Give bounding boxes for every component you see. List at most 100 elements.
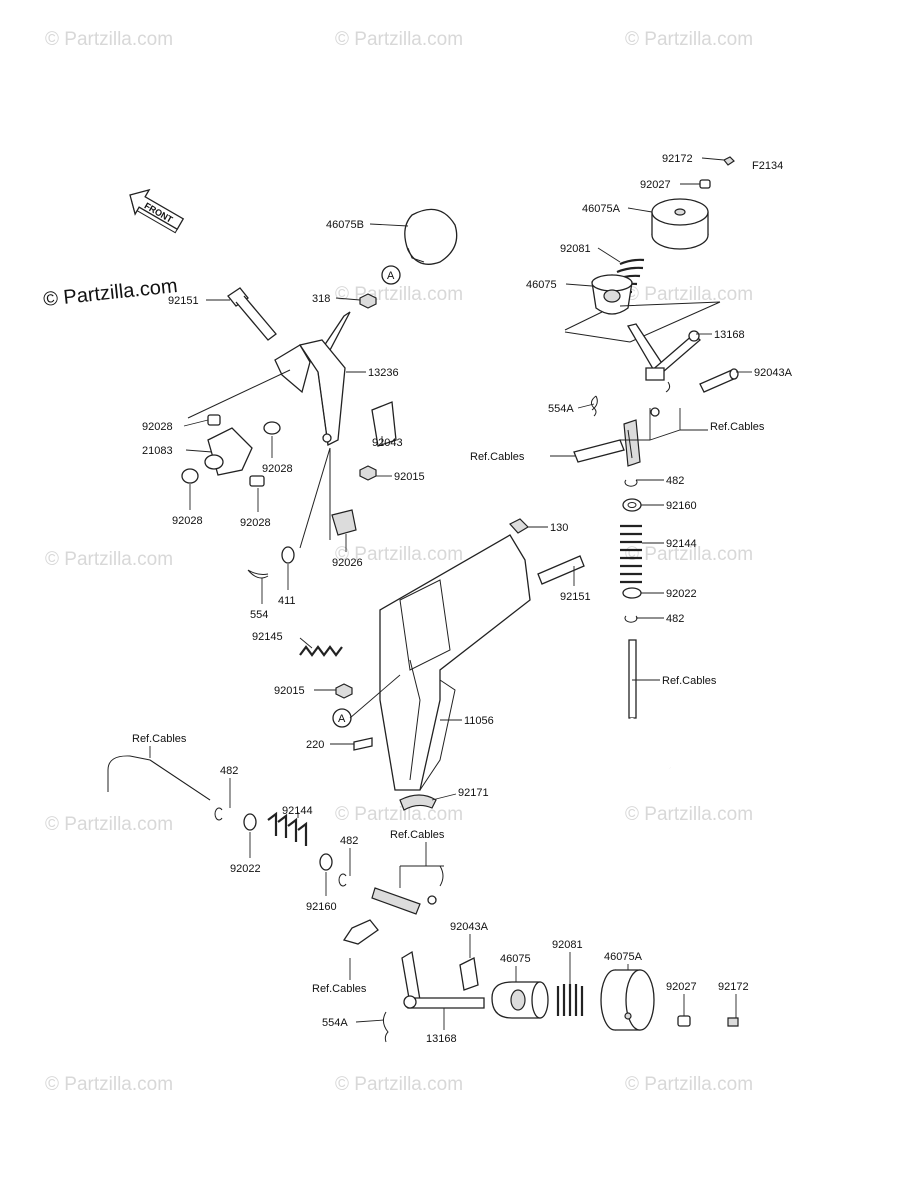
watermark-12: © Partzilla.com (45, 1074, 173, 1095)
front-arrow-icon: FRONT (129, 188, 185, 234)
spring-92081-bottom (556, 984, 584, 1016)
label-92027-b: 92027 (666, 981, 697, 993)
label-92027-top: 92027 (640, 179, 671, 191)
washer-92022-r (622, 587, 642, 599)
label-13168-b: 13168 (426, 1033, 457, 1045)
label-11056: 11056 (464, 715, 494, 727)
label-21083: 21083 (142, 445, 173, 457)
label-92015-b: 92015 (274, 685, 305, 697)
watermark-7: © Partzilla.com (335, 544, 463, 565)
screw-92172-top (723, 156, 735, 166)
section-line-left (187, 369, 291, 419)
label-46075-top: 46075 (526, 279, 557, 291)
label-92081-b: 92081 (552, 939, 583, 951)
label-13236: 13236 (368, 367, 399, 379)
watermarks: © Partzilla.com © Partzilla.com © Partzi… (42, 29, 753, 1095)
label-46075-b: 46075 (500, 953, 531, 965)
label-46075A-top: 46075A (582, 203, 621, 215)
knob-46075A-bottom (600, 969, 655, 1031)
bushing-92028-a (207, 414, 221, 426)
part-labels: 92172 92027 46075A 92081 46075 13168 920… (132, 153, 793, 1045)
label-318: 318 (312, 293, 330, 305)
watermark-5: © Partzilla.com (625, 284, 753, 305)
watermark-4: © Partzilla.com (335, 284, 463, 305)
label-92043A-top: 92043A (754, 367, 793, 379)
top-right-assembly (564, 156, 739, 770)
bottom-assembly (107, 755, 739, 1043)
label-ref-cables-left: Ref.Cables (132, 733, 187, 745)
bushing-92028-c (181, 468, 199, 484)
cable-right (628, 639, 671, 770)
label-92160-r: 92160 (666, 500, 697, 512)
cup-46075-bottom (491, 981, 549, 1019)
label-92081-top: 92081 (560, 243, 591, 255)
bolt-92151-right (537, 555, 585, 585)
clevis-bottom (371, 865, 444, 915)
leaders (149, 157, 752, 1030)
label-92022-r: 92022 (666, 588, 697, 600)
collar-92027-bottom (677, 1015, 691, 1027)
watermark-2: © Partzilla.com (335, 29, 463, 50)
label-ref-cables-r2: Ref.Cables (470, 451, 525, 463)
washer-92160-r (622, 498, 642, 512)
label-411: 411 (278, 595, 296, 607)
collar-92027-top (699, 179, 711, 189)
nut-92015-b (335, 683, 353, 699)
label-ref-cables-r3: Ref.Cables (662, 675, 717, 687)
bushing-92028-d (249, 475, 265, 487)
screw-220 (353, 737, 373, 751)
cotter-pin-right (665, 381, 671, 393)
label-92028-a: 92028 (142, 421, 173, 433)
spring-92144-r (620, 524, 642, 584)
nut-92015-a (359, 465, 377, 481)
label-92022-b: 92022 (230, 863, 261, 875)
label-46075A-b: 46075A (604, 951, 643, 963)
pin-92043 (371, 401, 397, 447)
label-ref-cables-r1: Ref.Cables (710, 421, 765, 433)
clevis-top (623, 407, 660, 467)
bracket-92026 (331, 509, 357, 536)
label-92151-right: 92151 (560, 591, 591, 603)
linkage-rod-2 (299, 447, 331, 549)
cotter-pin-554A-top (590, 395, 598, 417)
washer-92160-b (319, 853, 333, 871)
bracket-11056 (379, 534, 531, 791)
lever-13236 (274, 339, 346, 446)
label-130: 130 (550, 522, 568, 534)
upper-left-assembly: A (181, 208, 458, 579)
callout-a-bottom (332, 708, 352, 728)
label-482-left: 482 (220, 765, 238, 777)
bushing-92028-b (263, 421, 281, 435)
shift-rod (323, 311, 351, 351)
pin-ref-cables-bottom (342, 919, 379, 945)
callout-a-bottom-letter: A (338, 713, 346, 725)
label-46075B: 46075B (326, 219, 364, 231)
cup-46075-top (591, 274, 633, 315)
watermark-3: © Partzilla.com (625, 29, 753, 50)
label-92171: 92171 (458, 787, 489, 799)
label-92028-d: 92028 (240, 517, 271, 529)
lever-13168-bottom (401, 950, 485, 1009)
spring-92144-b (267, 811, 308, 846)
label-482-r2: 482 (666, 613, 684, 625)
washer-411 (281, 546, 295, 564)
spring-92145 (299, 645, 343, 657)
watermark-6: © Partzilla.com (45, 549, 173, 570)
clamp-92171 (399, 794, 437, 811)
label-554A-top: 554A (548, 403, 574, 415)
nut-318 (359, 293, 377, 309)
bolt-130 (509, 518, 529, 534)
block-21083 (204, 427, 253, 476)
spring-92081-top (607, 258, 645, 298)
label-92145: 92145 (252, 631, 283, 643)
cotter-pin-554A-bottom (382, 1011, 389, 1043)
label-92028-b: 92028 (262, 463, 293, 475)
label-92144-b: 92144 (282, 805, 313, 817)
cotter-pin-554 (247, 569, 269, 579)
label-482-r1: 482 (666, 475, 684, 487)
cable-left (107, 755, 211, 801)
label-220: 220 (306, 739, 324, 751)
label-92028-c: 92028 (172, 515, 203, 527)
callout-a-top (381, 265, 401, 285)
